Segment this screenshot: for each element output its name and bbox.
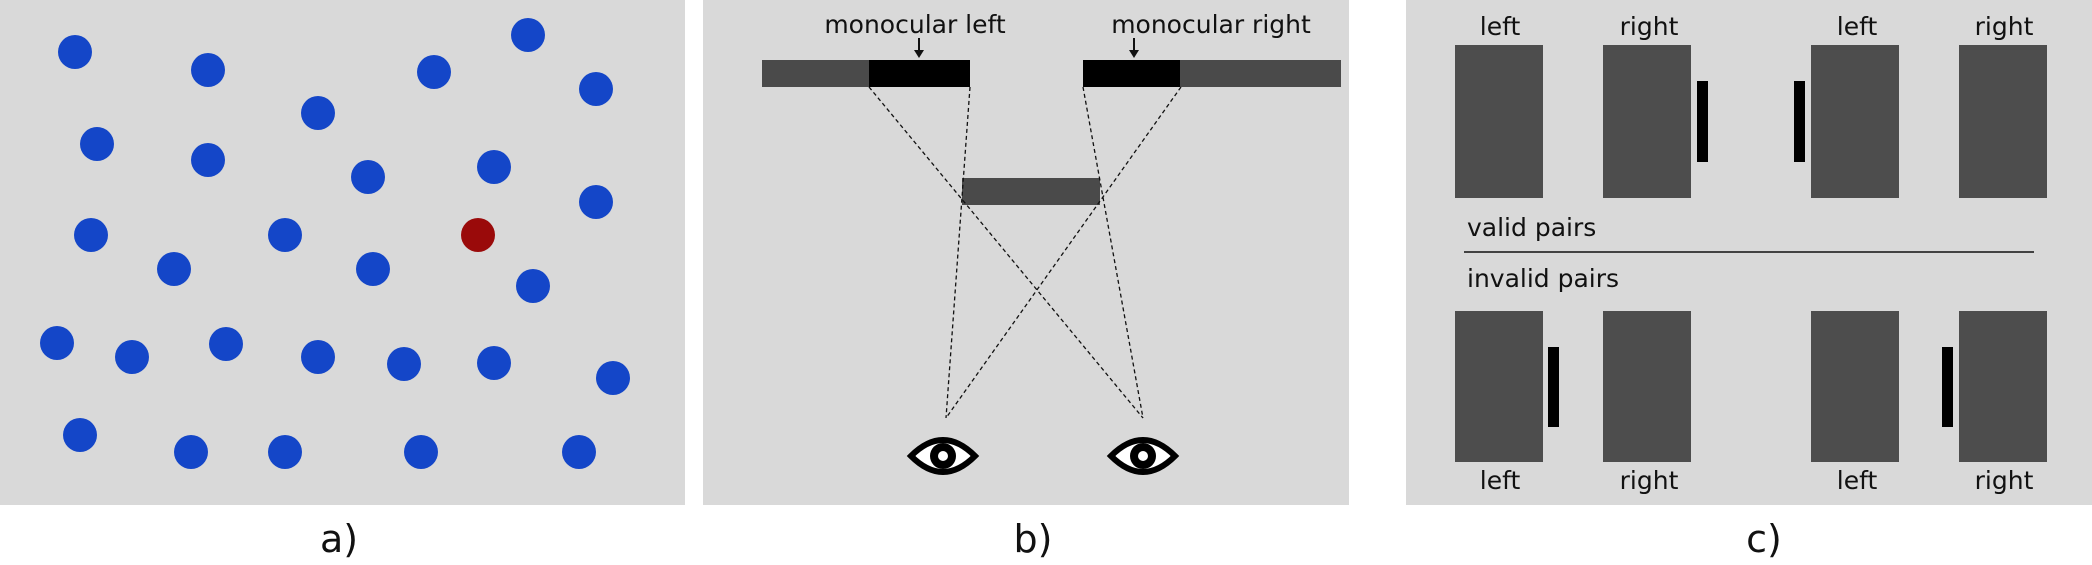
invalid-pair-1-right xyxy=(1603,311,1691,462)
invalid-pairs-label: invalid pairs xyxy=(1467,264,1619,293)
bottom-label-left-1: left xyxy=(1480,466,1521,495)
valid-pairs-label: valid pairs xyxy=(1467,213,1596,242)
dot xyxy=(191,53,225,87)
dot xyxy=(579,72,613,106)
dot xyxy=(562,435,596,469)
stereo-geometry-diagram: monocular left monocular right xyxy=(762,10,1341,475)
invalid-pair-2-left xyxy=(1811,311,1899,462)
right-image-bar xyxy=(1180,60,1341,87)
down-arrow-icon xyxy=(1129,38,1139,58)
dot xyxy=(351,160,385,194)
eye-icon xyxy=(1106,437,1180,475)
dot xyxy=(516,269,550,303)
top-label-right-1: right xyxy=(1620,12,1679,41)
valid-pair-2-left xyxy=(1811,45,1899,198)
down-arrow-icon xyxy=(914,38,924,58)
bottom-label-right-2: right xyxy=(1975,466,2034,495)
panel-a xyxy=(0,0,685,505)
dot xyxy=(174,435,208,469)
occluding-bar xyxy=(962,178,1100,205)
valid-pair-1-left xyxy=(1455,45,1543,198)
monocular-left-label: monocular left xyxy=(824,10,1006,39)
valid-pair-2-marker xyxy=(1794,81,1805,162)
invalid-pair-1-marker xyxy=(1548,347,1559,427)
pair-validity-diagram: left right left right valid pairs invali… xyxy=(1455,12,2047,495)
dot xyxy=(404,435,438,469)
target-dot xyxy=(461,218,495,252)
dot xyxy=(63,418,97,452)
dot xyxy=(191,143,225,177)
dot xyxy=(58,35,92,69)
dot xyxy=(301,340,335,374)
bottom-label-right-1: right xyxy=(1620,466,1679,495)
dot xyxy=(268,218,302,252)
caption-a: a) xyxy=(319,517,359,561)
left-image-bar xyxy=(762,60,870,87)
valid-pair-1-marker xyxy=(1697,81,1708,162)
panel-b: monocular left monocular right xyxy=(703,0,1349,505)
dot xyxy=(80,127,114,161)
dot xyxy=(511,18,545,52)
blue-dots xyxy=(40,18,630,469)
bottom-label-left-2: left xyxy=(1837,466,1878,495)
dot xyxy=(387,347,421,381)
top-label-right-2: right xyxy=(1975,12,2034,41)
dot xyxy=(74,218,108,252)
monocular-right-label: monocular right xyxy=(1111,10,1311,39)
dot xyxy=(417,55,451,89)
top-label-left-2: left xyxy=(1837,12,1878,41)
dot xyxy=(115,340,149,374)
monocular-left-region xyxy=(869,60,970,87)
dot xyxy=(477,150,511,184)
invalid-pair-2-right xyxy=(1959,311,2047,462)
caption-b: b) xyxy=(1013,517,1053,561)
dot xyxy=(40,326,74,360)
dot xyxy=(596,361,630,395)
eye-icon xyxy=(906,437,980,475)
dot xyxy=(209,327,243,361)
valid-pair-2-right xyxy=(1959,45,2047,198)
dot xyxy=(579,185,613,219)
dot xyxy=(157,252,191,286)
valid-pair-1-right xyxy=(1603,45,1691,198)
sight-lines xyxy=(868,86,1182,419)
panel-c: left right left right valid pairs invali… xyxy=(1406,0,2092,505)
dot-field xyxy=(40,18,630,469)
dot xyxy=(356,252,390,286)
dot xyxy=(301,96,335,130)
dot xyxy=(477,346,511,380)
invalid-pair-1-left xyxy=(1455,311,1543,462)
monocular-right-region xyxy=(1083,60,1181,87)
caption-c: c) xyxy=(1746,517,1782,561)
dot xyxy=(268,435,302,469)
top-label-left-1: left xyxy=(1480,12,1521,41)
invalid-pair-2-marker xyxy=(1942,347,1953,427)
